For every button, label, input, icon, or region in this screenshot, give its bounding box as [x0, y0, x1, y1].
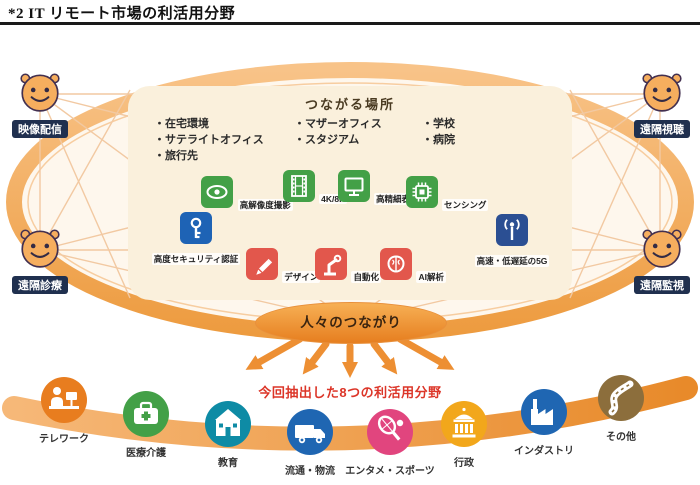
smiley-face-icon: [20, 73, 60, 112]
robot-arm-icon: [315, 248, 348, 280]
tech-label: デザイン: [282, 271, 321, 283]
flow-arrows: [245, 335, 455, 378]
places-column: 在宅環境 サテライトオフィス 旅行先: [154, 116, 264, 164]
category-entertainment-sports: エンタメ・スポーツ: [335, 408, 445, 477]
hub-people-connection: 人々のつながり: [255, 302, 447, 344]
tech-automation: 自動化: [300, 248, 396, 285]
category-government: 行政: [409, 400, 519, 469]
tech-design: デザイン: [235, 248, 331, 285]
category-label: テレワーク: [39, 434, 89, 445]
tech-label: 高度セキュリティ認証: [151, 253, 241, 265]
place-item: サテライトオフィス: [154, 132, 264, 148]
category-industry: インダストリ: [489, 388, 599, 457]
category-education: 教育: [173, 400, 283, 469]
pen-icon: [245, 248, 278, 280]
category-label: エンタメ・スポーツ: [345, 466, 435, 477]
category-label: その他: [606, 432, 636, 443]
category-label: 行政: [454, 458, 474, 469]
node-remote-monitoring: 遠隔監視: [628, 224, 696, 294]
category-label: 流通・物流: [285, 466, 335, 477]
tech-security-auth: 高度セキュリティ認証: [148, 212, 244, 267]
film-icon: [282, 170, 315, 202]
smiley-face-icon: [20, 229, 60, 268]
place-item: 旅行先: [154, 148, 264, 164]
node-label: 遠隔視聴: [634, 120, 690, 138]
category-label: インダストリ: [514, 446, 574, 457]
medical-icon: [123, 391, 169, 437]
tech-4k8k: 4K/8K: [267, 170, 363, 207]
tech-label: 高解像度撮影: [237, 199, 293, 211]
tech-label: 高速・低遅延の5G: [474, 255, 550, 267]
category-medical-care: 医療介護: [91, 390, 201, 459]
smiley-face-icon: [642, 73, 682, 112]
tech-sensing: センシング: [399, 176, 495, 213]
category-others: その他: [566, 374, 676, 443]
key-icon: [180, 212, 212, 244]
node-label: 映像配信: [12, 120, 68, 138]
node-remote-viewing: 遠隔視聴: [628, 68, 696, 138]
brain-icon: [380, 248, 413, 280]
node-label: 遠隔診療: [12, 276, 68, 294]
eye-icon: [201, 176, 234, 208]
tech-label: AI解析: [416, 271, 446, 283]
places-panel-title: つながる場所: [304, 97, 395, 112]
title-rule: [0, 22, 700, 25]
category-label: 教育: [218, 458, 238, 469]
node-video-distribution: 映像配信: [6, 68, 74, 138]
node-label: 遠隔監視: [634, 276, 690, 294]
category-logistics: 流通・物流: [255, 408, 365, 477]
smiley-face-icon: [642, 229, 682, 268]
tech-high-res-capture: 高解像度撮影: [199, 176, 295, 213]
category-telework: テレワーク: [9, 376, 119, 445]
tech-label: 自動化: [351, 271, 381, 283]
page-title: *2 IT リモート市場の利活用分野: [8, 6, 236, 22]
swoosh-band: [2, 376, 698, 451]
places-column: マザーオフィス スタジアム: [294, 116, 382, 148]
place-item: スタジアム: [294, 132, 382, 148]
monitor-icon: [337, 170, 370, 202]
antenna-icon: [496, 214, 528, 246]
place-item: 病院: [422, 132, 455, 148]
tech-ai-analysis: AI解析: [365, 248, 461, 285]
tennis-icon: [367, 409, 413, 455]
road-icon: [598, 375, 644, 421]
tech-label: センシング: [441, 199, 489, 211]
school-icon: [205, 401, 251, 447]
chip-icon: [405, 176, 438, 208]
category-label: 医療介護: [126, 448, 166, 459]
places-column: 学校 病院: [422, 116, 455, 148]
place-item: マザーオフィス: [294, 116, 382, 132]
place-item: 学校: [422, 116, 455, 132]
government-icon: [441, 401, 487, 447]
arrow-caption: 今回抽出した8つの利活用分野: [258, 385, 442, 400]
factory-icon: [521, 389, 567, 435]
place-item: 在宅環境: [154, 116, 264, 132]
tech-high-def-display: 高精細表示: [331, 170, 427, 207]
tech-label: 4K/8K: [319, 194, 348, 204]
truck-icon: [287, 409, 333, 455]
telework-icon: [41, 377, 87, 423]
tech-5g: 高速・低遅延の5G: [464, 214, 560, 269]
node-remote-medical: 遠隔診療: [6, 224, 74, 294]
